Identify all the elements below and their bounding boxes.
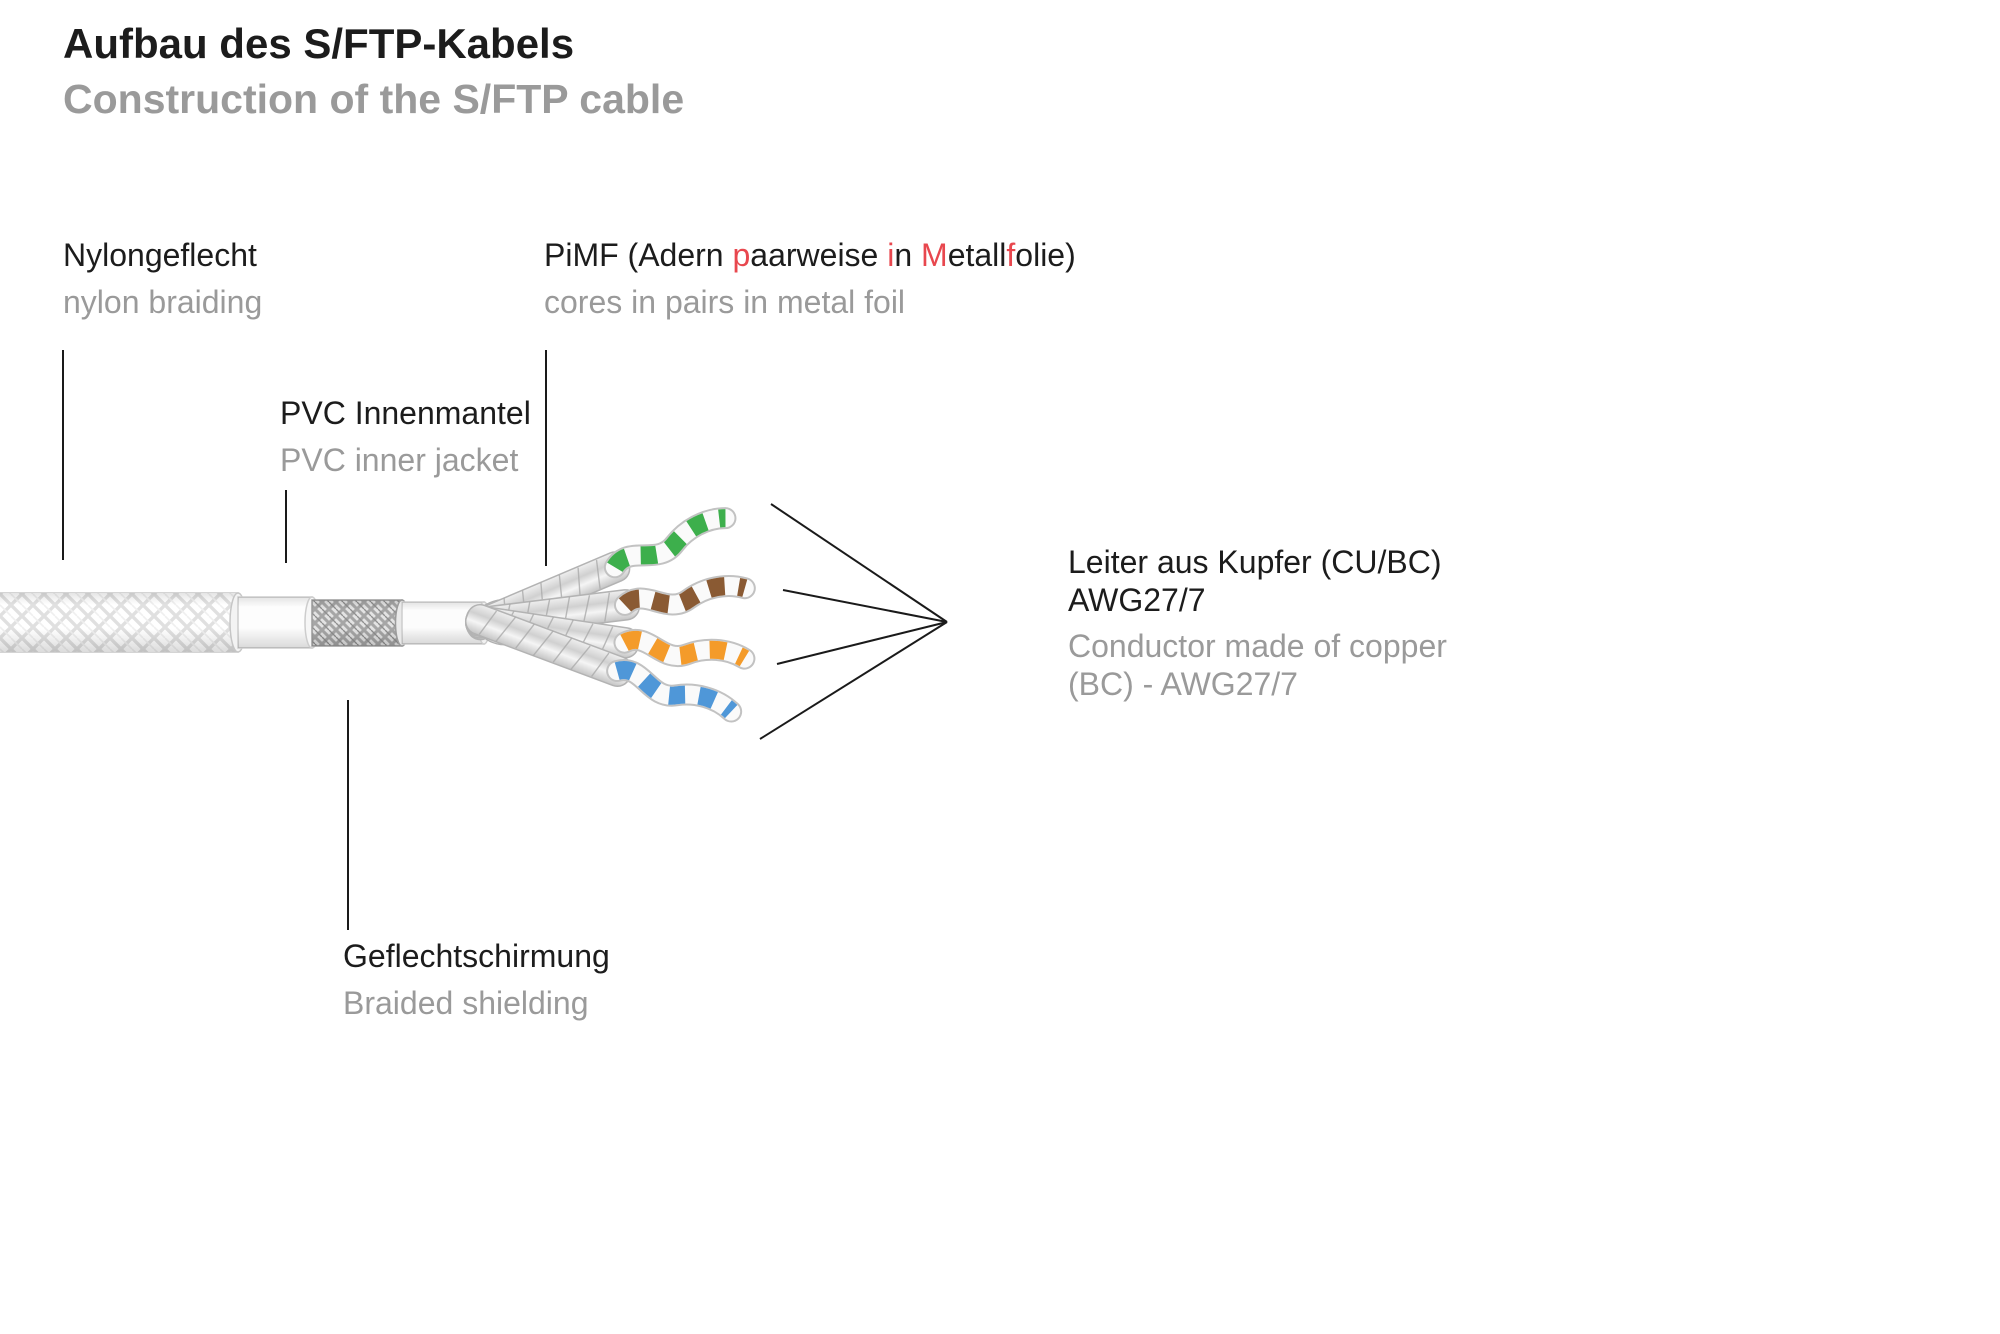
fan-line-brown — [782, 589, 948, 623]
label-pimf-de: PiMF (Adern paarweise in Metallfolie) — [544, 232, 1076, 279]
wire-brown — [618, 577, 748, 614]
fan-line-blue — [759, 621, 948, 740]
page-subtitle: Construction of the S/FTP cable — [63, 76, 685, 122]
label-conductor-de-line2: AWG27/7 — [1068, 582, 1206, 618]
page-title: Aufbau des S/FTP-Kabels — [63, 20, 575, 67]
label-pimf-en: cores in pairs in metal foil — [544, 284, 906, 320]
label-pvc-de: PVC Innenmantel — [280, 395, 531, 431]
fan-line-orange — [776, 621, 948, 665]
label-conductor: Leiter aus Kupfer (CU/BC) AWG27/7 Conduc… — [1068, 543, 1447, 703]
wire-orange — [620, 631, 750, 667]
twisted-pair-green — [465, 507, 737, 641]
label-braid-en: Braided shielding — [343, 985, 589, 1021]
cable-illustration — [0, 507, 756, 723]
label-braided-shielding: Geflechtschirmung Braided shielding — [343, 933, 610, 1027]
label-pimf: PiMF (Adern paarweise in Metallfolie) co… — [544, 232, 1076, 326]
pimf-segment: n — [894, 237, 922, 273]
pimf-segment: PiMF (Adern — [544, 237, 733, 273]
label-nylon-de: Nylongeflecht — [63, 237, 257, 273]
twisted-pair-blue — [464, 603, 743, 723]
label-conductor-de-line1: Leiter aus Kupfer (CU/BC) — [1068, 544, 1442, 580]
pimf-segment-highlight: M — [921, 237, 948, 273]
label-conductor-en-line1: Conductor made of copper — [1068, 628, 1447, 664]
nylon-braid-section — [0, 592, 247, 653]
label-nylon-braiding: Nylongeflecht nylon braiding — [63, 232, 262, 326]
pimf-segment: aarweise — [750, 237, 888, 273]
wire-green — [607, 509, 727, 573]
label-braid-de: Geflechtschirmung — [343, 938, 610, 974]
pimf-segment: olie) — [1015, 237, 1076, 273]
pimf-segment-highlight: f — [1006, 237, 1016, 273]
label-pvc-en: PVC inner jacket — [280, 442, 519, 478]
pimf-segment: etall — [947, 237, 1007, 273]
pvc-inner-jacket-section — [237, 596, 320, 649]
wire-blue — [614, 661, 738, 719]
label-nylon-en: nylon braiding — [63, 284, 263, 320]
pointer-lines — [62, 350, 948, 930]
label-pvc-inner-jacket: PVC Innenmantel PVC inner jacket — [280, 390, 531, 484]
label-conductor-en-line2: (BC) - AWG27/7 — [1068, 666, 1298, 702]
pimf-segment-highlight: i — [887, 237, 895, 273]
fan-line-green — [770, 503, 948, 623]
pimf-segment-highlight: p — [732, 237, 751, 273]
braided-shield-section — [311, 599, 410, 647]
